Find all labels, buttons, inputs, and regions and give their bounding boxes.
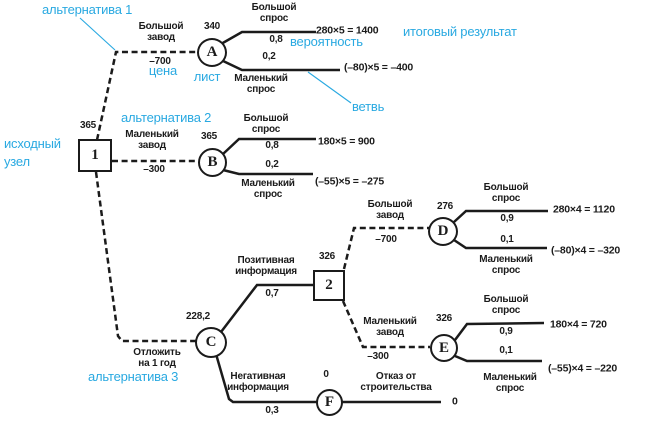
node-2-value: 326 <box>318 251 336 262</box>
cost-big-plant-d: –700 <box>375 234 397 245</box>
annotation-leaf: лист <box>193 69 221 84</box>
edge-node2-to-e <box>341 300 430 349</box>
cost-small-plant-e: –300 <box>367 351 389 362</box>
edge-c-to-f <box>214 353 317 404</box>
node-2-letter: 2 <box>325 277 333 293</box>
leader-branch <box>307 71 352 104</box>
probability-e-low: 0,1 <box>499 345 513 356</box>
node-d: D <box>428 217 458 246</box>
probability-e-high: 0,9 <box>499 326 513 337</box>
edge-a-high <box>220 30 316 46</box>
node-b-letter: B <box>207 154 218 170</box>
node-e: E <box>430 334 458 362</box>
probability-b-low: 0,2 <box>265 159 279 170</box>
outcome-b-low: (–55)×5 = –275 <box>315 175 385 188</box>
node-e-value: 326 <box>435 313 453 324</box>
probability-d-high: 0,9 <box>500 213 514 224</box>
probability-b-high: 0,8 <box>265 140 279 151</box>
edge-b-high <box>222 137 316 155</box>
node-c: C <box>195 327 227 358</box>
outcome-a-high: 280×5 = 1400 <box>316 24 379 37</box>
node-e-letter: E <box>438 339 449 356</box>
node-a-value: 340 <box>203 21 221 32</box>
annotation-final-result: итоговый результат <box>403 24 517 39</box>
cost-small-plant: –300 <box>143 164 165 175</box>
annotation-alternative1: альтернатива 1 <box>42 2 133 17</box>
probability-d-low: 0,1 <box>500 234 514 245</box>
node-b: B <box>198 148 227 177</box>
node-d-letter: D <box>437 223 449 239</box>
cost-big-plant: –700 <box>149 56 171 67</box>
node-2-decision: 2 <box>313 270 345 301</box>
outcome-d-low: (–80)×4 = –320 <box>551 244 621 257</box>
outcome-f-refuse: 0 <box>452 395 458 408</box>
annotation-alternative3: альтернатива 3 <box>88 369 179 384</box>
probability-positive: 0,7 <box>265 288 279 299</box>
node-f: F <box>316 389 343 416</box>
edge-node2-to-d <box>342 226 429 270</box>
node-a-letter: A <box>206 44 218 60</box>
annotation-probability: вероятность <box>290 34 363 49</box>
edge-root-to-c <box>94 171 196 343</box>
node-c-value: 228,2 <box>185 311 211 322</box>
edge-e-high <box>454 321 545 341</box>
edge-root-to-a <box>95 50 198 141</box>
node-a: A <box>197 38 227 67</box>
node-b-value: 365 <box>200 131 218 142</box>
edge-e-low <box>454 354 542 363</box>
leader-alternative1 <box>79 17 116 51</box>
outcome-b-high: 180×5 = 900 <box>318 135 375 148</box>
node-c-letter: C <box>205 334 217 350</box>
node-f-letter: F <box>324 394 335 410</box>
edge-c-to-node2 <box>220 283 313 333</box>
edge-b-low <box>222 168 313 176</box>
annotation-branch: ветвь <box>352 99 385 114</box>
outcome-e-high: 180×4 = 720 <box>550 318 607 331</box>
edge-d-high <box>453 209 548 223</box>
outcome-e-low: (–55)×4 = –220 <box>548 362 618 375</box>
node-d-value: 276 <box>436 201 454 212</box>
node-1-value: 365 <box>79 120 97 131</box>
node-1-letter: 1 <box>91 147 99 163</box>
outcome-a-low: (–80)×5 = –400 <box>344 61 414 74</box>
node-f-value: 0 <box>323 369 329 380</box>
edge-d-low <box>453 238 547 250</box>
probability-negative: 0,3 <box>265 405 279 416</box>
outcome-d-high: 280×4 = 1120 <box>553 203 615 216</box>
probability-a-low: 0,2 <box>262 51 276 62</box>
annotation-price: цена <box>148 63 178 78</box>
annotation-alternative2: альтернатива 2 <box>121 110 212 125</box>
node-1-decision: 1 <box>78 139 112 172</box>
probability-a-high: 0,8 <box>269 34 283 45</box>
edge-a-low <box>220 58 340 72</box>
